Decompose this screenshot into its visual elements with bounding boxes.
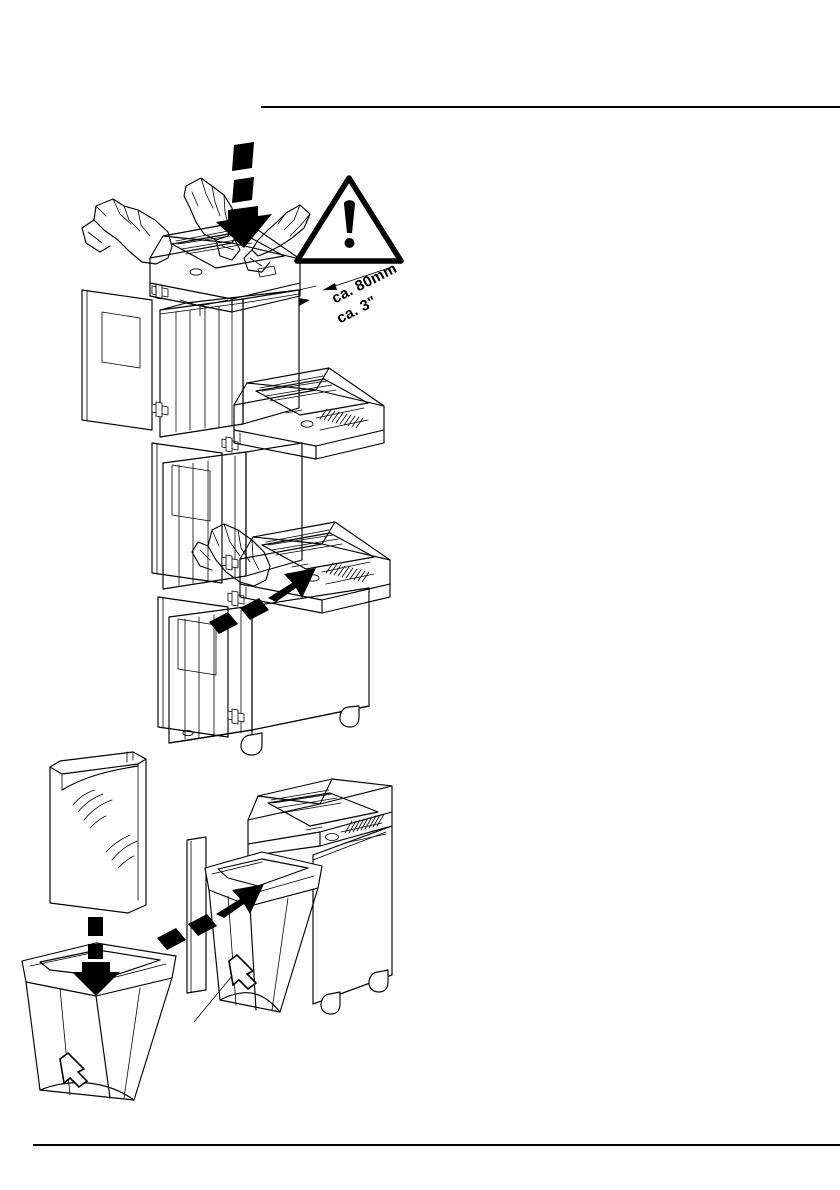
vent-louvres [315, 407, 369, 431]
up-arrow-outline-icon [59, 1051, 89, 1089]
cutting-head-step-3 [239, 521, 391, 614]
waste-bin-left [21, 942, 177, 1101]
cabinet-step-3 [157, 587, 370, 756]
footer-rule [33, 1144, 840, 1146]
vent-louvres [340, 813, 387, 844]
hand-pushing [191, 523, 271, 587]
figure-step-3 [157, 521, 391, 756]
hand-right [243, 204, 311, 273]
figure-step-2 [151, 367, 385, 590]
vent-louvres [321, 561, 375, 585]
plastic-bag [49, 751, 147, 914]
cabinet-step-1 [81, 283, 300, 438]
cutting-head-step-1 [149, 220, 301, 317]
figure-bottom [21, 751, 393, 1101]
cabinet-bottom [186, 778, 393, 1015]
up-right-arrow-icon [209, 568, 316, 634]
down-arrow-icon [216, 142, 272, 248]
up-right-arrow-icon [157, 884, 264, 950]
cutting-head-step-2 [233, 367, 385, 460]
up-arrow-outline-icon [228, 953, 258, 991]
cutting-head-bottom [247, 778, 393, 857]
waste-bin-right [193, 851, 323, 1023]
hand-left [81, 198, 173, 265]
header-rule [261, 106, 840, 108]
down-arrow-icon [72, 917, 120, 996]
cabinet-step-2 [151, 436, 303, 590]
hand-middle [183, 177, 241, 261]
warning-triangle-icon [294, 175, 404, 264]
